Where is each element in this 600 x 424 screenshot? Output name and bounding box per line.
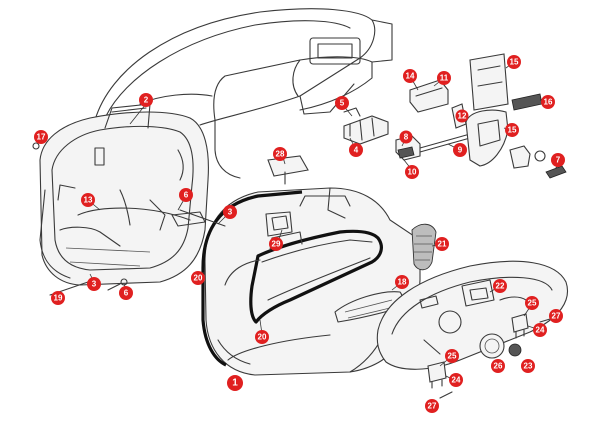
marker-17: 17 [34, 130, 48, 144]
marker-6a: 6 [179, 188, 193, 202]
lock-hardware [343, 53, 567, 179]
marker-24a: 24 [533, 323, 547, 337]
svg-text:7: 7 [556, 156, 561, 165]
marker-3a: 3 [223, 205, 237, 219]
svg-text:8: 8 [404, 133, 409, 142]
right-outer-cover [376, 260, 568, 370]
svg-text:12: 12 [458, 112, 467, 121]
svg-text:6: 6 [184, 191, 189, 200]
svg-text:23: 23 [524, 362, 533, 371]
svg-text:2: 2 [144, 96, 149, 105]
marker-5: 5 [335, 96, 349, 110]
marker-14: 14 [403, 69, 417, 83]
hinge-clips [427, 313, 529, 389]
marker-3b: 3 [87, 277, 101, 291]
marker-25a: 25 [525, 296, 539, 310]
svg-text:27: 27 [428, 402, 437, 411]
marker-9: 9 [453, 143, 467, 157]
marker-11: 11 [437, 71, 451, 85]
svg-text:14: 14 [406, 72, 415, 81]
svg-text:19: 19 [54, 294, 63, 303]
marker-22: 22 [493, 279, 507, 293]
marker-21: 21 [435, 237, 449, 251]
svg-text:13: 13 [84, 196, 93, 205]
motorcycle-rear-body [94, 8, 393, 179]
marker-20b: 20 [255, 330, 269, 344]
svg-text:24: 24 [452, 376, 461, 385]
svg-text:21: 21 [438, 240, 447, 249]
marker-16: 16 [541, 95, 555, 109]
svg-text:3: 3 [228, 208, 233, 217]
marker-23: 23 [521, 359, 535, 373]
svg-text:5: 5 [340, 99, 345, 108]
svg-text:22: 22 [496, 282, 505, 291]
marker-13: 13 [81, 193, 95, 207]
svg-text:9: 9 [458, 146, 463, 155]
marker-8: 8 [399, 130, 413, 144]
emblems [479, 333, 522, 359]
part-markers: 1 2 3 3 4 5 6 6 7 8 9 10 11 12 13 14 15 … [34, 55, 565, 413]
svg-text:4: 4 [354, 146, 359, 155]
marker-15b: 15 [505, 123, 519, 137]
marker-10: 10 [405, 165, 419, 179]
svg-text:10: 10 [408, 168, 417, 177]
svg-text:3: 3 [92, 280, 97, 289]
marker-15a: 15 [507, 55, 521, 69]
svg-text:11: 11 [440, 74, 449, 83]
svg-text:18: 18 [398, 278, 407, 287]
svg-text:27: 27 [552, 312, 561, 321]
svg-text:16: 16 [544, 98, 553, 107]
marker-25b: 25 [445, 349, 459, 363]
marker-6b: 6 [119, 286, 133, 300]
reflector [411, 223, 437, 271]
marker-4: 4 [349, 143, 363, 157]
marker-20a: 20 [191, 271, 205, 285]
svg-text:15: 15 [508, 126, 517, 135]
marker-2: 2 [139, 93, 153, 107]
svg-text:20: 20 [258, 333, 267, 342]
marker-29: 29 [269, 237, 283, 251]
svg-text:17: 17 [37, 133, 46, 142]
mounting-bracket-28 [267, 155, 309, 185]
svg-text:15: 15 [510, 58, 519, 67]
marker-18: 18 [395, 275, 409, 289]
svg-text:28: 28 [276, 150, 285, 159]
marker-24b: 24 [449, 373, 463, 387]
svg-text:25: 25 [448, 352, 457, 361]
marker-27b: 27 [425, 399, 439, 413]
svg-text:1: 1 [232, 378, 238, 389]
svg-text:25: 25 [528, 299, 537, 308]
right-case-body [201, 187, 421, 376]
marker-27a: 27 [549, 309, 563, 323]
svg-text:29: 29 [272, 240, 281, 249]
marker-7: 7 [551, 153, 565, 167]
left-case-inner-shell [39, 103, 209, 286]
svg-text:26: 26 [494, 362, 503, 371]
marker-12: 12 [455, 109, 469, 123]
marker-19: 19 [51, 291, 65, 305]
svg-text:20: 20 [194, 274, 203, 283]
svg-text:6: 6 [124, 289, 129, 298]
marker-26: 26 [491, 359, 505, 373]
marker-28: 28 [273, 147, 287, 161]
svg-text:24: 24 [536, 326, 545, 335]
marker-1: 1 [227, 375, 243, 391]
